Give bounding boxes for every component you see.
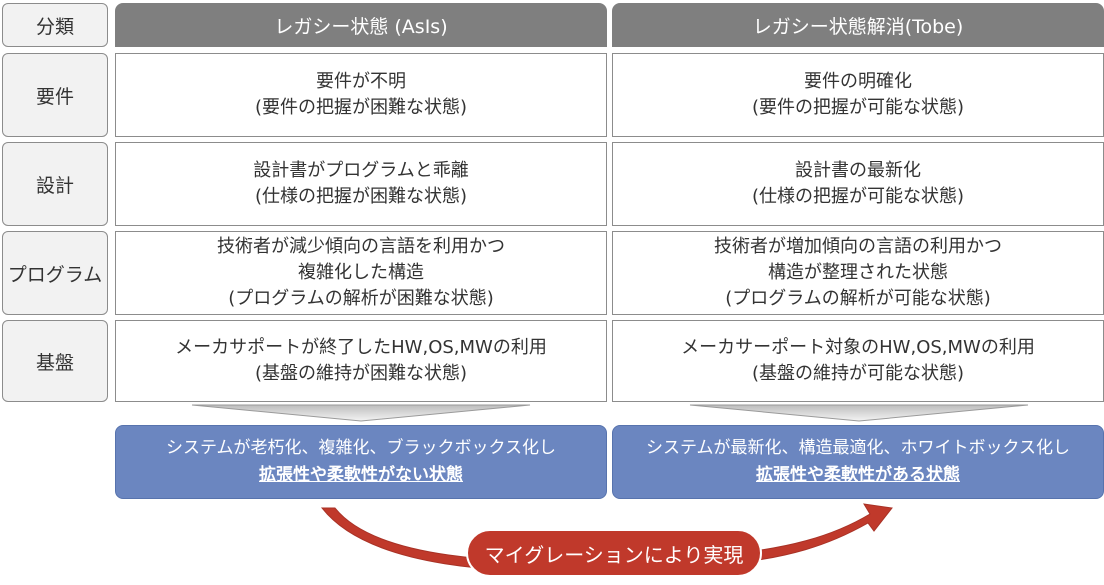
cell-line: 設計書がプログラムと乖離 bbox=[253, 160, 469, 181]
asis-header: レガシー状態 (AsIs) bbox=[115, 3, 607, 47]
migration-label-text: マイグレーションにより実現 bbox=[484, 542, 744, 567]
tobe-program-cell: 技術者が増加傾向の言語の利用かつ 構造が整理された状態 (プログラムの解析が可能… bbox=[612, 231, 1104, 315]
summary-line: システムが最新化、構造最適化、ホワイトボックス化し bbox=[646, 438, 1070, 458]
row-label-text: 設計 bbox=[35, 174, 74, 197]
row-label-text: プログラム bbox=[7, 263, 103, 286]
asis-infrastructure-cell: メーカサポートが終了したHW,OS,MWの利用 (基盤の維持が困難な状態) bbox=[115, 320, 607, 402]
tobe-header-text: レガシー状態解消(Tobe) bbox=[752, 15, 964, 38]
cell-line: (基盤の維持が可能な状態) bbox=[751, 363, 965, 384]
cell-line: 複雑化した構造 bbox=[298, 262, 424, 283]
cell-line: (プログラムの解析が可能な状態) bbox=[725, 288, 991, 309]
asis-down-chevron bbox=[191, 404, 531, 422]
tobe-requirements-cell: 要件の明確化 (要件の把握が可能な状態) bbox=[612, 53, 1104, 137]
asis-header-text: レガシー状態 (AsIs) bbox=[274, 15, 448, 38]
row-label-infrastructure: 基盤 bbox=[2, 320, 108, 402]
cell-line: 構造が整理された状態 bbox=[768, 262, 948, 283]
row-label-text: 要件 bbox=[35, 85, 74, 108]
tobe-down-chevron bbox=[689, 404, 1029, 422]
cell-line: 要件の明確化 bbox=[804, 71, 912, 92]
cell-line: 技術者が減少傾向の言語を利用かつ bbox=[217, 236, 505, 257]
asis-program-cell: 技術者が減少傾向の言語を利用かつ 複雑化した構造 (プログラムの解析が困難な状態… bbox=[115, 231, 607, 315]
migration-label-pill: マイグレーションにより実現 bbox=[466, 529, 762, 577]
row-label-design: 設計 bbox=[2, 142, 108, 226]
cell-line: (基盤の維持が困難な状態) bbox=[254, 363, 468, 384]
summary-emphasis: 拡張性や柔軟性がある状態 bbox=[756, 465, 960, 485]
cell-line: (プログラムの解析が困難な状態) bbox=[228, 288, 494, 309]
cell-line: 設計書の最新化 bbox=[795, 160, 921, 181]
cell-line: 技術者が増加傾向の言語の利用かつ bbox=[714, 236, 1002, 257]
summary-emphasis: 拡張性や柔軟性がない状態 bbox=[259, 465, 463, 485]
cell-line: (要件の把握が困難な状態) bbox=[254, 97, 468, 118]
row-label-text: 基盤 bbox=[35, 351, 74, 374]
cell-line: 要件が不明 bbox=[316, 71, 406, 92]
tobe-design-cell: 設計書の最新化 (仕様の把握が可能な状態) bbox=[612, 142, 1104, 226]
category-header: 分類 bbox=[2, 3, 108, 47]
cell-line: (要件の把握が可能な状態) bbox=[751, 97, 965, 118]
row-label-requirements: 要件 bbox=[2, 53, 108, 137]
category-header-text: 分類 bbox=[35, 15, 74, 38]
tobe-summary-box: システムが最新化、構造最適化、ホワイトボックス化し 拡張性や柔軟性がある状態 bbox=[612, 425, 1104, 499]
row-label-program: プログラム bbox=[2, 231, 108, 315]
tobe-infrastructure-cell: メーカサーポート対象のHW,OS,MWの利用 (基盤の維持が可能な状態) bbox=[612, 320, 1104, 402]
cell-line: メーカサーポート対象のHW,OS,MWの利用 bbox=[681, 337, 1035, 358]
summary-line: システムが老朽化、複雑化、ブラックボックス化し bbox=[166, 438, 556, 458]
tobe-header: レガシー状態解消(Tobe) bbox=[612, 3, 1104, 47]
cell-line: (仕様の把握が困難な状態) bbox=[254, 186, 468, 207]
asis-design-cell: 設計書がプログラムと乖離 (仕様の把握が困難な状態) bbox=[115, 142, 607, 226]
asis-requirements-cell: 要件が不明 (要件の把握が困難な状態) bbox=[115, 53, 607, 137]
cell-line: メーカサポートが終了したHW,OS,MWの利用 bbox=[175, 337, 547, 358]
asis-summary-box: システムが老朽化、複雑化、ブラックボックス化し 拡張性や柔軟性がない状態 bbox=[115, 425, 607, 499]
cell-line: (仕様の把握が可能な状態) bbox=[751, 186, 965, 207]
